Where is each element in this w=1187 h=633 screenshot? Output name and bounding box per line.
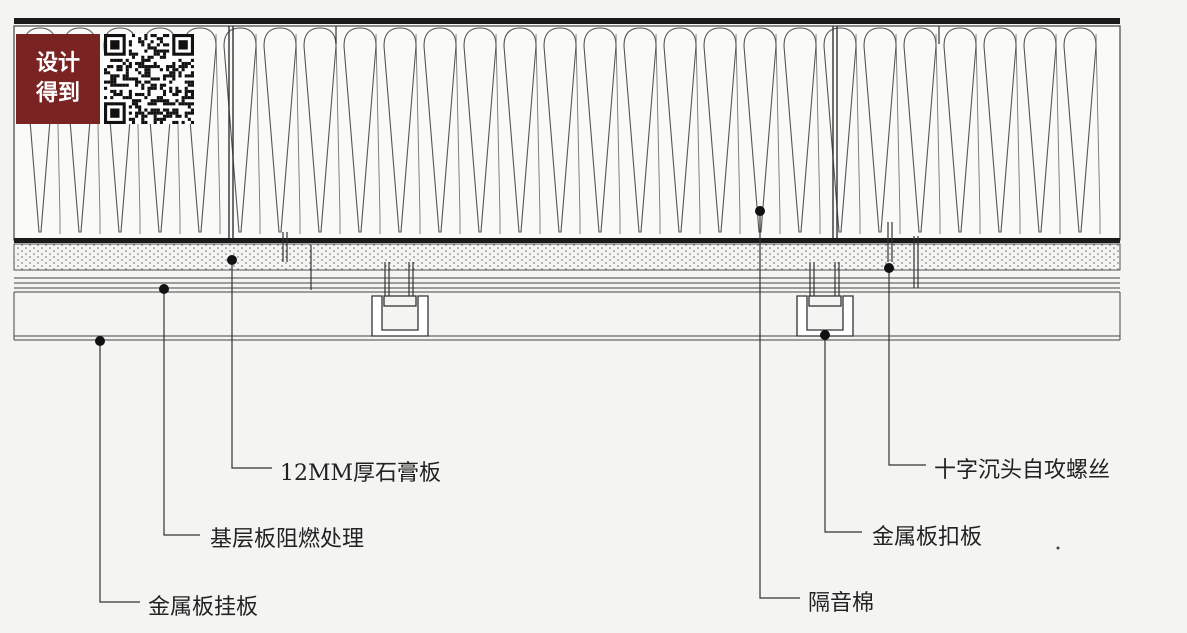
- base-board-layer: [13, 243, 1121, 271]
- wool-loop: [135, 33, 141, 234]
- screws: [282, 26, 940, 296]
- metal-clip-profile-right: [796, 295, 854, 337]
- wool-loop: [255, 33, 261, 234]
- label-countersunk-screw: 十字沉头自攻螺丝: [934, 458, 1111, 483]
- acoustic-wool-loops: [23, 27, 1101, 234]
- wool-loop: [55, 33, 61, 234]
- studs: [228, 26, 838, 240]
- wool-loop: [215, 33, 221, 234]
- wool-loop: [175, 33, 181, 234]
- wool-loop: [855, 33, 861, 234]
- wool-loop: [695, 33, 701, 234]
- top-slab: [14, 18, 1120, 24]
- wool-loop: [895, 33, 901, 234]
- stray-mark: [1056, 546, 1060, 550]
- gypsum-board-top: [14, 238, 1120, 243]
- wool-loop: [455, 33, 461, 234]
- wool-loop: [655, 33, 661, 234]
- wool-loop: [1095, 33, 1101, 234]
- label-base-board: 基层板阻燃处理: [210, 527, 365, 552]
- wool-loop: [975, 33, 981, 234]
- label-acoustic-wool: 隔音棉: [808, 591, 875, 616]
- wool-loop: [495, 33, 501, 234]
- wool-loop: [535, 33, 541, 234]
- leader-lines: [99, 211, 926, 603]
- label-metal-clip-board: 金属板扣板: [872, 525, 983, 550]
- wool-loop: [775, 33, 781, 234]
- logo: 设计 得到: [16, 34, 194, 124]
- label-metal-hanging-board: 金属板挂板: [148, 595, 259, 620]
- insulation-frame: [13, 25, 1121, 241]
- wool-loop: [815, 33, 821, 234]
- wool-loop: [1015, 33, 1021, 234]
- wool-loop: [735, 33, 741, 234]
- logo-line-2: 得到: [35, 81, 80, 106]
- metal-clip-profile-left: [371, 295, 429, 337]
- wool-loop: [95, 33, 101, 234]
- logo-text: 设计 得到: [16, 34, 100, 124]
- wool-loop: [935, 33, 941, 234]
- wool-loop: [375, 33, 381, 234]
- wool-loop: [575, 33, 581, 234]
- qr-code: [104, 34, 194, 124]
- wool-loop: [415, 33, 421, 234]
- wool-loop: [1055, 33, 1061, 234]
- wool-loop: [615, 33, 621, 234]
- wool-loop: [335, 33, 341, 234]
- logo-line-1: 设计: [35, 51, 80, 76]
- label-gypsum-board: 12MM厚石膏板: [280, 461, 442, 486]
- metal-hanging-board: [13, 277, 1121, 341]
- leader-dots: [95, 206, 894, 346]
- wool-loop: [295, 33, 301, 234]
